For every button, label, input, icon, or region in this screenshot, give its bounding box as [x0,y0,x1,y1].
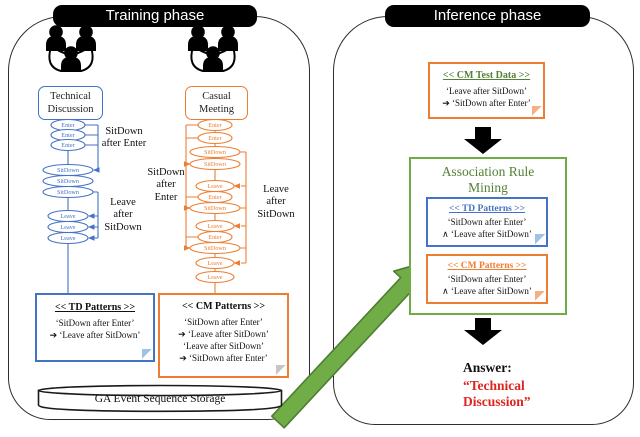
team-group-icon [188,25,238,72]
annotation-sitdown-after-enter-cm: SitDown after Enter [147,167,185,203]
cm-patterns-note: << CM Patterns >> ‘SitDown after Enter’ … [158,293,289,378]
folded-corner-icon [276,365,286,375]
arrowhead-icon [233,183,240,189]
td-event-sequence: Enter Enter Enter SitDown SitDown SitDow… [42,118,100,293]
event-label: Enter [208,194,221,201]
annotation-leave-after-sitdown-cm: Leave after SitDown [257,184,295,220]
event-label: Leave [207,223,222,230]
answer-block: Answer: “Technical Discussion” [463,360,563,410]
event-label: SitDown [204,245,226,252]
pattern-line: ‘SitDown after Enter’ [55,318,135,328]
team-group-icon [46,25,96,72]
event-node [50,138,86,152]
td-patterns-note: << TD Patterns >> ‘SitDown after Enter’ … [35,293,155,362]
pattern-line: ∧ ‘Leave after SitDown’ [442,286,532,297]
association-rule-mining-title: Association Rule Mining [441,164,535,196]
folded-corner-icon [142,349,152,359]
down-arrow-icon [464,318,502,345]
cm-test-data-title: << CM Test Data >> [442,70,531,81]
event-label: Enter [208,135,221,142]
association-rule-mining-box: Association Rule Mining << TD Patterns >… [409,157,567,315]
pattern-line: ‘Leave after SitDown’ [446,86,527,96]
cylinder-shape [37,384,283,413]
event-node [195,270,235,284]
annotation-leave-after-sitdown-td: Leave after SitDown [104,197,142,233]
answer-label: Answer: [463,360,512,375]
green-arrow [270,261,427,429]
event-label: SitDown [57,178,79,185]
event-label: Leave [207,183,222,190]
event-label: Leave [60,224,75,231]
pattern-line: ‘Leave after SitDown’ [183,341,264,352]
cm-bracket-right [240,151,247,264]
arrowhead-icon [184,161,191,167]
pattern-line: ➔ ‘Leave after SitDown’ [178,329,269,340]
arm-cm-patterns-title: << CM Patterns >> [447,261,527,271]
event-label: SitDown [204,161,226,168]
event-label: Enter [61,132,74,139]
pattern-line: ➔ ‘Leave after SitDown’ [49,330,141,341]
event-label: Leave [207,260,222,267]
arrowhead-icon [88,213,95,219]
td-bracket-top [85,124,99,171]
training-phase-header: Training phase [53,5,257,27]
inference-phase-header: Inference phase [385,5,590,27]
pattern-line: ➔ ‘SitDown after Enter’ [442,98,531,109]
event-node [197,131,233,145]
event-label: Enter [61,122,74,129]
arrowhead-icon [88,235,95,241]
folded-corner-icon [532,106,542,116]
cm-event-sequence: Enter Enter SitDown SitDown Leave Enter … [184,118,247,293]
casual-meeting-box: Casual Meeting [185,86,248,120]
arrowhead-icon [184,205,191,211]
arm-td-patterns-note: << TD Patterns >> ‘SitDown after Enter’ … [426,197,548,247]
arrowhead-icon [88,224,95,230]
event-label: Leave [207,274,222,281]
event-label: Enter [208,234,221,241]
cm-patterns-title: << CM Patterns >> [181,301,266,312]
pattern-line: ∧ ‘Leave after SitDown’ [442,229,532,240]
pattern-line: ‘SitDown after Enter’ [447,274,527,284]
folded-corner-icon [535,291,545,301]
event-label: SitDown [57,167,79,174]
arm-cm-patterns-note: << CM Patterns >> ‘SitDown after Enter’ … [426,254,548,304]
event-label: Enter [208,122,221,129]
arm-td-patterns-title: << TD Patterns >> [448,204,526,214]
arrowhead-icon [184,245,191,251]
pattern-line: ‘SitDown after Enter’ [447,217,527,227]
event-label: Leave [60,213,75,220]
event-label: SitDown [204,149,226,156]
event-node [189,145,241,159]
annotation-sitdown-after-enter-td: SitDown after Enter [101,126,147,150]
technical-discussion-box: Technical Discussion [38,86,103,120]
event-label: SitDown [57,189,79,196]
pattern-line: ‘SitDown after Enter’ [184,317,263,327]
event-label: Leave [60,235,75,242]
folded-corner-icon [535,234,545,244]
down-arrow-icon [464,127,502,154]
event-label: SitDown [204,205,226,212]
td-patterns-title: << TD Patterns >> [54,302,136,313]
arrowhead-icon [233,260,240,266]
arrowhead-icon [233,223,240,229]
event-node [42,185,94,199]
cm-test-data-note: << CM Test Data >> ‘Leave after SitDown’… [428,62,545,119]
arrowhead-icon [93,167,100,173]
storage-label: GA Event Sequence Storage [94,393,226,405]
storage-cylinder: GA Event Sequence Storage [37,384,283,413]
event-label: Enter [61,142,74,149]
pattern-line: ➔ ‘SitDown after Enter’ [179,353,268,364]
answer-value: “Technical Discussion” [463,378,531,410]
